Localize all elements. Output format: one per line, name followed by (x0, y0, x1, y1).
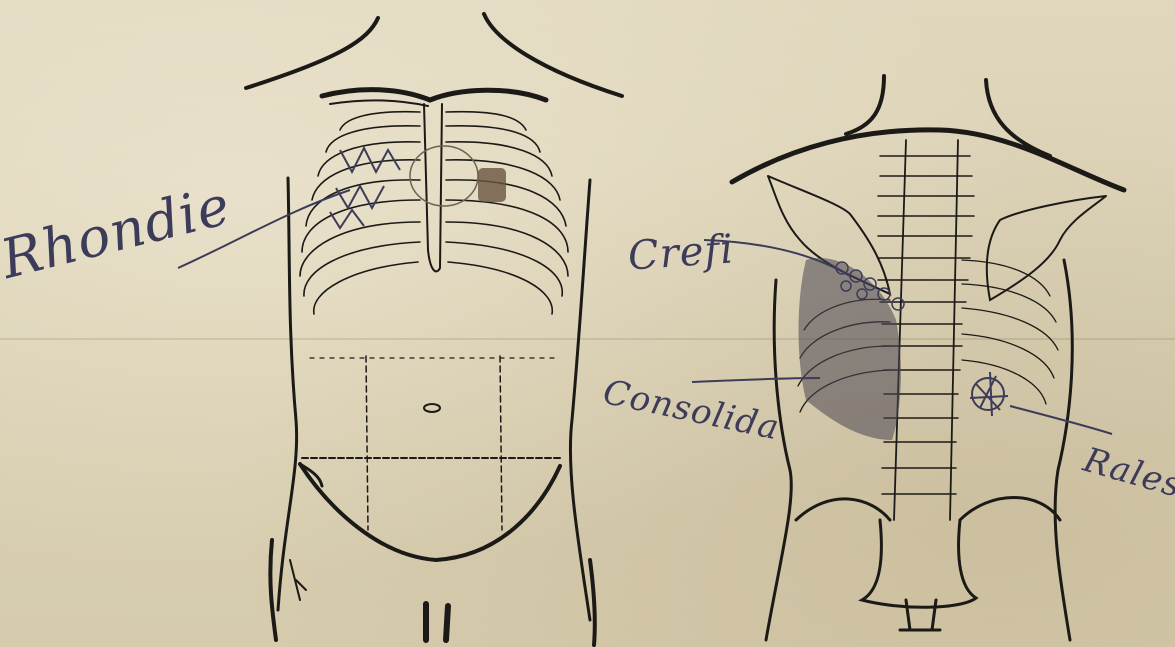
back-scapula-right (987, 196, 1106, 300)
rales-marks (970, 372, 1008, 416)
rales-leader-line (1010, 406, 1112, 434)
back-torso-right-edge (1055, 260, 1072, 640)
consolidation-shading (799, 258, 901, 440)
back-neck-left (846, 76, 884, 134)
back-torso-left-edge (766, 280, 791, 640)
back-pelvis (796, 498, 1060, 521)
back-spine (894, 140, 958, 520)
back-shoulder-line (732, 130, 1124, 190)
back-sacrum (862, 520, 976, 607)
label-crepitation: Crefi (627, 226, 736, 279)
